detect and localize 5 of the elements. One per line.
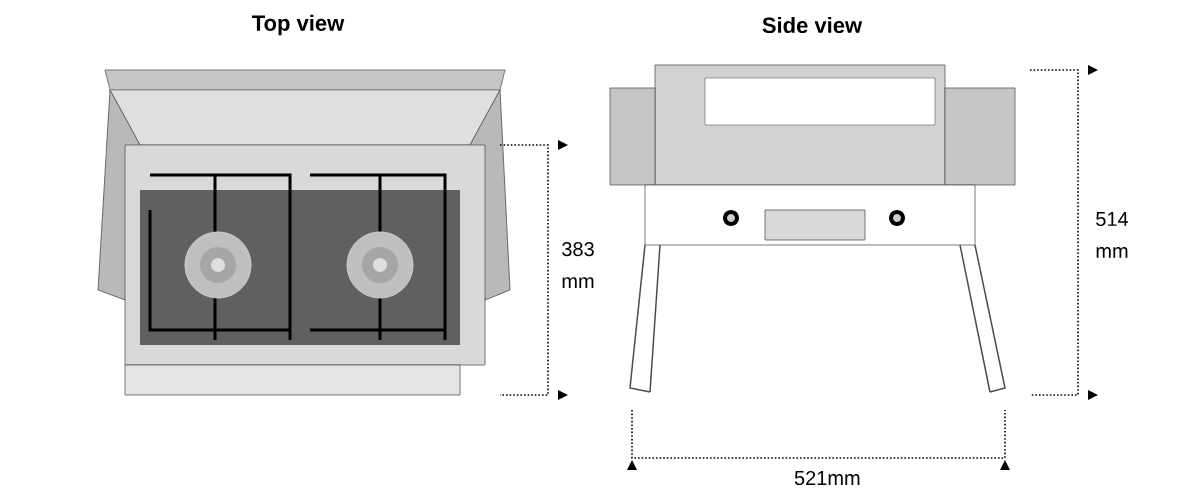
view-title: Side view xyxy=(762,16,863,34)
dimension-label: 521mm xyxy=(794,470,860,486)
dimension-label: 514 mm xyxy=(1096,212,1129,258)
dimension-label: 383 mm xyxy=(562,242,594,288)
view-title: Top view xyxy=(252,14,345,36)
